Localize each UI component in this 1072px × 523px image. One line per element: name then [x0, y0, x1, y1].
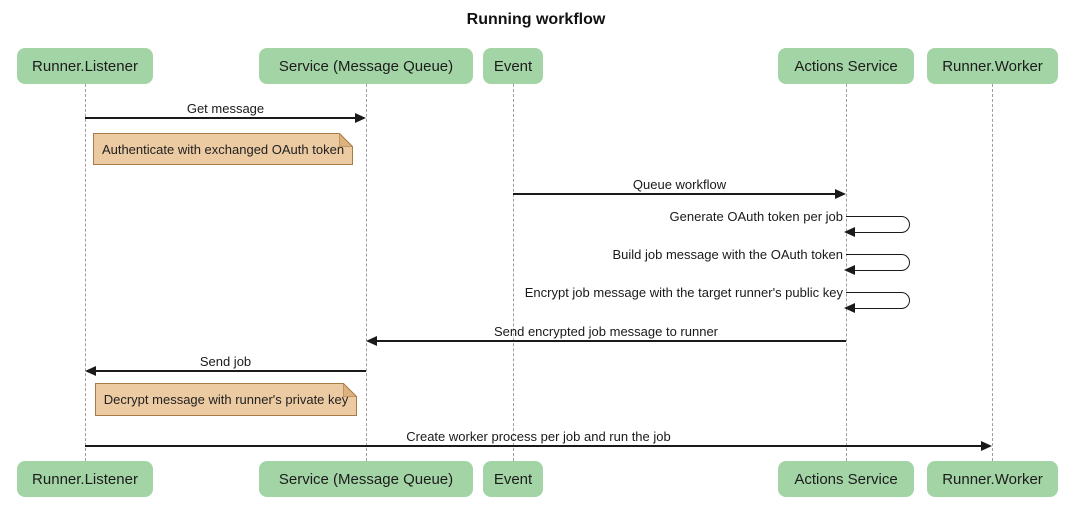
note: Authenticate with exchanged OAuth token [93, 133, 353, 165]
actor-actions-service-bottom: Actions Service [778, 461, 914, 497]
arrowhead-left-icon [844, 303, 855, 313]
message-label: Create worker process per job and run th… [406, 429, 671, 444]
message-line [96, 370, 366, 372]
actor-actions-service-top: Actions Service [778, 48, 914, 84]
lifeline-service-message-queue [366, 84, 367, 461]
actor-runner-worker-bottom: Runner.Worker [927, 461, 1058, 497]
diagram-title: Running workflow [466, 11, 606, 28]
message-label: Queue workflow [632, 177, 727, 192]
message-label: Get message [186, 101, 265, 116]
arrowhead-right-icon [355, 113, 366, 123]
message-line [377, 340, 846, 342]
actor-service-message-queue-bottom: Service (Message Queue) [259, 461, 473, 497]
message-label: Send job [199, 354, 252, 369]
note: Decrypt message with runner's private ke… [95, 383, 357, 416]
self-message-label: Generate OAuth token per job [669, 209, 843, 224]
self-message-label: Build job message with the OAuth token [612, 247, 843, 262]
self-message-label: Encrypt job message with the target runn… [524, 285, 843, 300]
actor-service-message-queue-top: Service (Message Queue) [259, 48, 473, 84]
lifeline-event [513, 84, 514, 461]
note-label: Decrypt message with runner's private ke… [103, 392, 349, 407]
arrowhead-left-icon [844, 265, 855, 275]
lifeline-runner-worker [992, 84, 993, 461]
message-line [513, 193, 835, 195]
note-fold-icon [339, 133, 353, 147]
lifeline-runner-listener [85, 84, 86, 461]
actor-runner-listener-bottom: Runner.Listener [17, 461, 153, 497]
arrowhead-right-icon [981, 441, 992, 451]
message-line [85, 445, 981, 447]
note-fold-icon [343, 383, 357, 397]
message-line [85, 117, 355, 119]
self-loop-line [846, 292, 910, 309]
arrowhead-right-icon [835, 189, 846, 199]
arrowhead-left-icon [85, 366, 96, 376]
arrowhead-left-icon [844, 227, 855, 237]
note-label: Authenticate with exchanged OAuth token [101, 141, 345, 157]
actor-event-top: Event [483, 48, 543, 84]
arrowhead-left-icon [366, 336, 377, 346]
self-loop-line [846, 254, 910, 271]
actor-event-bottom: Event [483, 461, 543, 497]
message-label: Send encrypted job message to runner [493, 324, 719, 339]
actor-runner-worker-top: Runner.Worker [927, 48, 1058, 84]
self-loop-line [846, 216, 910, 233]
actor-runner-listener-top: Runner.Listener [17, 48, 153, 84]
